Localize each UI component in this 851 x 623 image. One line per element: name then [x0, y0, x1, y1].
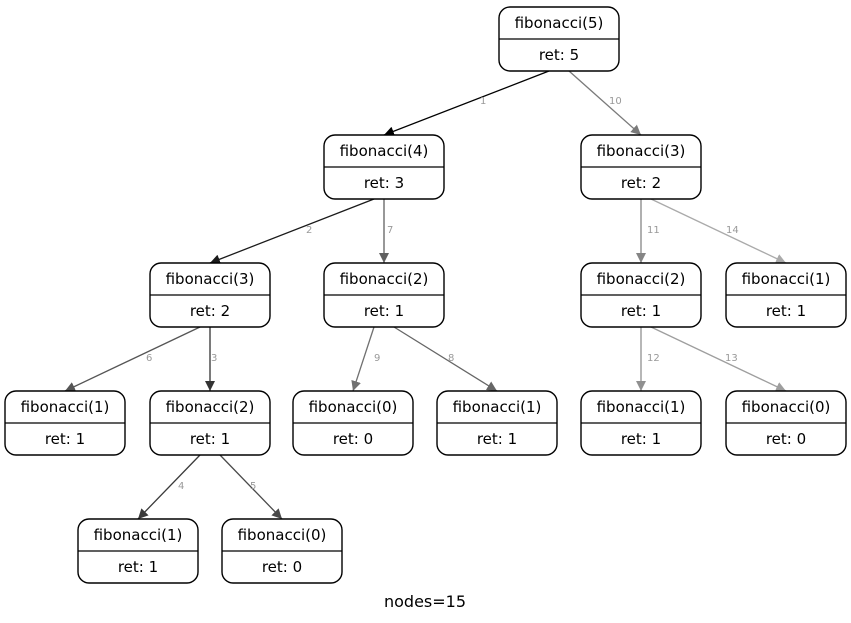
node-return-label: ret: 3 [364, 174, 404, 192]
node-call-label: fibonacci(1) [597, 398, 686, 416]
call-node: fibonacci(0) ret: 0 [292, 390, 414, 456]
node-call-label: fibonacci(2) [597, 270, 686, 288]
call-node: fibonacci(1) ret: 1 [77, 518, 199, 584]
node-call-label: fibonacci(1) [21, 398, 110, 416]
edge-arrow [650, 198, 787, 264]
node-call-label: fibonacci(3) [597, 142, 686, 160]
edge-arrow [351, 326, 375, 392]
edge-order-label: 11 [647, 225, 660, 236]
node-call-label: fibonacci(1) [742, 270, 831, 288]
node-call-label: fibonacci(5) [515, 14, 604, 32]
edge-arrow [219, 454, 283, 520]
edge-order-label: 1 [480, 96, 486, 107]
edge-order-label: 5 [250, 481, 256, 492]
call-edge: 14 [650, 198, 787, 264]
call-node: fibonacci(3) ret: 2 [149, 262, 271, 328]
node-return-label: ret: 1 [621, 430, 661, 448]
node-return-label: ret: 1 [364, 302, 404, 320]
node-return-label: ret: 1 [477, 430, 517, 448]
call-edge: 9 [351, 326, 380, 392]
node-call-label: fibonacci(2) [340, 270, 429, 288]
edge-arrow [568, 70, 642, 136]
call-edge: 8 [393, 326, 498, 392]
edge-arrow [137, 454, 201, 520]
node-return-label: ret: 1 [766, 302, 806, 320]
call-node: fibonacci(4) ret: 3 [323, 134, 445, 200]
edge-order-label: 14 [726, 225, 739, 236]
call-edge: 2 [209, 198, 375, 265]
call-edge: 1 [383, 70, 550, 137]
node-return-label: ret: 1 [45, 430, 85, 448]
edge-order-label: 7 [387, 225, 393, 236]
edge-order-label: 12 [647, 353, 660, 364]
call-edge: 13 [650, 326, 787, 392]
edge-order-label: 2 [306, 225, 312, 236]
node-return-label: ret: 0 [333, 430, 373, 448]
node-call-label: fibonacci(2) [166, 398, 255, 416]
call-edge: 12 [636, 327, 660, 391]
call-node: fibonacci(2) ret: 1 [580, 262, 702, 328]
call-node: fibonacci(1) ret: 1 [580, 390, 702, 456]
node-call-label: fibonacci(0) [238, 526, 327, 544]
node-return-label: ret: 1 [118, 558, 158, 576]
edge-order-label: 13 [725, 353, 738, 364]
edge-arrow [650, 326, 787, 392]
call-edge: 6 [64, 326, 201, 392]
edge-arrow [383, 70, 550, 137]
edge-arrow [64, 326, 201, 392]
node-return-label: ret: 5 [539, 46, 579, 64]
node-return-label: ret: 0 [766, 430, 806, 448]
node-return-label: ret: 2 [621, 174, 661, 192]
call-edge: 7 [379, 199, 393, 263]
edge-order-label: 4 [178, 481, 184, 492]
edge-order-label: 9 [374, 353, 380, 364]
node-return-label: ret: 1 [190, 430, 230, 448]
node-call-label: fibonacci(0) [742, 398, 831, 416]
node-call-label: fibonacci(1) [453, 398, 542, 416]
call-edge: 4 [137, 454, 201, 520]
edge-arrow [209, 198, 375, 265]
edge-order-label: 10 [609, 96, 622, 107]
call-edge: 10 [568, 70, 642, 136]
edge-order-label: 8 [448, 353, 454, 364]
call-node: fibonacci(1) ret: 1 [4, 390, 126, 456]
edge-arrow [393, 326, 498, 392]
node-call-label: fibonacci(1) [94, 526, 183, 544]
call-node: fibonacci(3) ret: 2 [580, 134, 702, 200]
node-return-label: ret: 1 [621, 302, 661, 320]
call-node: fibonacci(0) ret: 0 [725, 390, 847, 456]
edge-order-label: 3 [211, 353, 217, 364]
call-node: fibonacci(1) ret: 1 [436, 390, 558, 456]
call-node: fibonacci(5) ret: 5 [498, 6, 620, 72]
node-return-label: ret: 2 [190, 302, 230, 320]
node-return-label: ret: 0 [262, 558, 302, 576]
node-call-label: fibonacci(4) [340, 142, 429, 160]
call-node: fibonacci(2) ret: 1 [323, 262, 445, 328]
node-call-label: fibonacci(3) [166, 270, 255, 288]
node-count-caption: nodes=15 [384, 592, 466, 611]
edge-order-label: 6 [146, 353, 152, 364]
call-node: fibonacci(2) ret: 1 [149, 390, 271, 456]
node-call-label: fibonacci(0) [309, 398, 398, 416]
call-node: fibonacci(1) ret: 1 [725, 262, 847, 328]
call-edge: 5 [219, 454, 283, 520]
call-edge: 11 [636, 199, 660, 263]
call-edge: 3 [205, 327, 217, 391]
call-node: fibonacci(0) ret: 0 [221, 518, 343, 584]
